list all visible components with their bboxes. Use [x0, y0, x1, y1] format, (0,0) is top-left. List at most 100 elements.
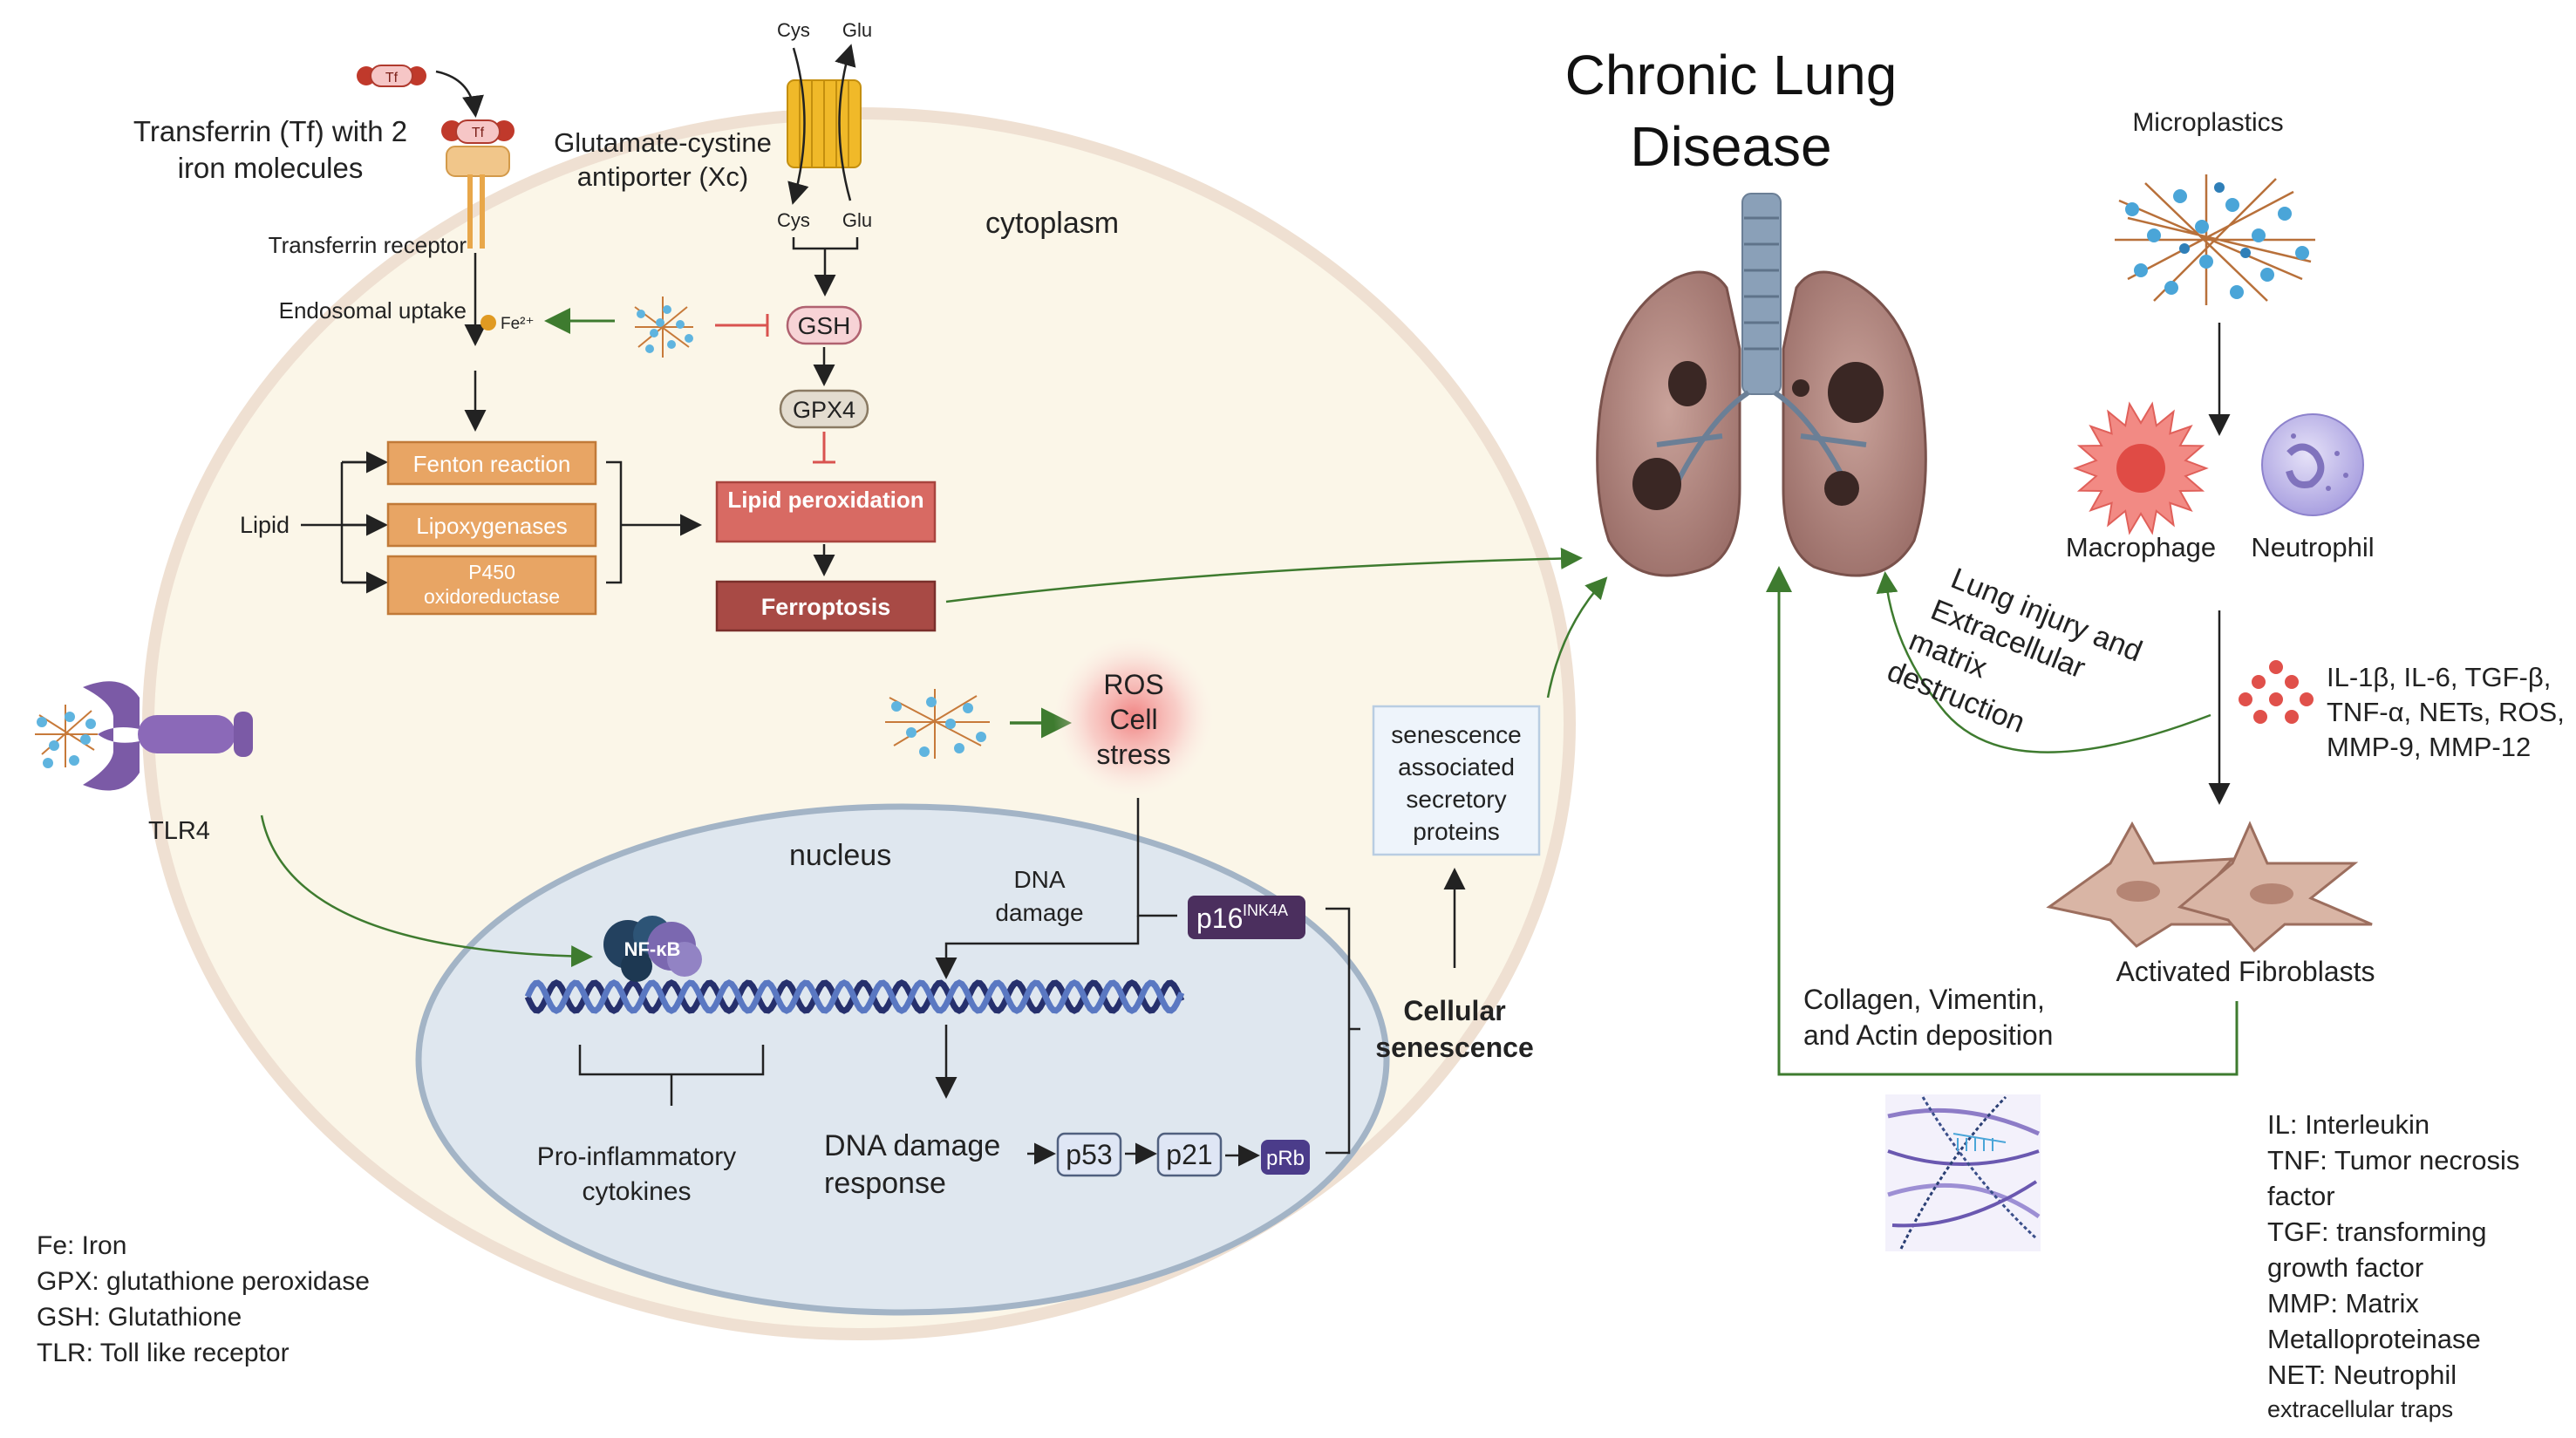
fe-label: Fe²⁺ [501, 315, 535, 333]
p53-node [1056, 1132, 1122, 1177]
ddr-label-line1: DNA damage [824, 1129, 1000, 1162]
legend-left-item: GPX: glutathione peroxidase [37, 1267, 370, 1296]
title-line2: Disease [1630, 115, 1831, 178]
antiporter-icon [787, 79, 862, 168]
nfkb-label: NF-κB [624, 938, 681, 960]
ros-to-dna-arrow [935, 916, 1140, 979]
cys-bottom-label: Cys [777, 209, 810, 231]
collagen-fiber-icon [1885, 1094, 2041, 1251]
lungs-icon [1596, 193, 1927, 577]
fibroblasts-label: Activated Fibroblasts [2116, 956, 2375, 987]
sasp-to-lung-arrow [1546, 576, 1608, 699]
cys-top-label: Cys [777, 19, 810, 41]
cytokines-line3: MMP-9, MMP-12 [2327, 732, 2531, 762]
legend-right-item: NET: Neutrophil [2267, 1360, 2457, 1390]
proinflammatory-label-line1: Pro-inflammatory [537, 1142, 736, 1171]
tf-tag-top: Tf [385, 71, 399, 85]
sasp-label-line3: secretory [1406, 786, 1506, 813]
cellular-label: Cellular [1403, 995, 1505, 1026]
cys-glu-bracket [792, 237, 859, 292]
lipid-merge-bracket [606, 460, 623, 584]
nucleus-label: nucleus [789, 839, 891, 872]
gsh-node [786, 305, 862, 345]
tf-arrow [435, 70, 484, 118]
ros-glow [1053, 637, 1214, 797]
cytokine-dots-icon [2239, 660, 2314, 724]
microplastic-icon-2 [885, 689, 990, 759]
cytokines-line1: IL-1β, IL-6, TGF-β, [2327, 662, 2551, 692]
macrophage-label: Macrophage [2066, 532, 2216, 562]
gpx4-label: GPX4 [793, 397, 855, 423]
glu-top-label: Glu [842, 19, 872, 41]
antiporter-label-line1: Glutamate-cystine [554, 127, 772, 158]
lipoxygenases-label: Lipoxygenases [416, 513, 567, 539]
gpx4-node [779, 389, 869, 429]
legend-right: IL: Interleukin TNF: Tumor necrosis fact… [2267, 1109, 2519, 1422]
legend-left: Fe: Iron GPX: glutathione peroxidase GSH… [37, 1231, 370, 1367]
ferroptosis-to-lung-arrow [945, 547, 1583, 603]
stress-label: stress [1096, 739, 1170, 770]
legend-right-item: MMP: Matrix [2267, 1288, 2419, 1319]
cytokines-to-lung-arrow [1876, 571, 2211, 753]
tlr4-receptor-icon [35, 681, 253, 791]
legend-right-item: factor [2267, 1181, 2335, 1211]
p450-box [386, 555, 597, 616]
cys-in-arrow [787, 47, 809, 205]
dna-damage-label-line1: DNA [1013, 866, 1065, 893]
legend-right-item: growth factor [2267, 1252, 2423, 1283]
cytoplasm-label: cytoplasm [985, 207, 1119, 240]
lipoxygenases-box [386, 502, 597, 548]
tlr4-label: TLR4 [148, 817, 210, 845]
microplastic-cluster-icon [2115, 174, 2315, 305]
tf-label-line2: iron molecules [178, 152, 364, 184]
transferrin-receptor-icon [441, 119, 515, 249]
tf-receptor-label: Transferrin receptor [269, 232, 467, 258]
ferroptosis-label: Ferroptosis [761, 594, 891, 620]
legend-right-item: Metalloproteinase [2267, 1324, 2481, 1354]
ferroptosis-box [715, 580, 937, 632]
nfkb-protein-icon [603, 916, 702, 982]
prb-node [1261, 1140, 1310, 1175]
legend-right-item: extracellular traps [2267, 1396, 2453, 1422]
proinflammatory-label-line2: cytokines [582, 1177, 691, 1206]
tf-tag-receptor: Tf [472, 126, 485, 140]
collagen-line1: Collagen, Vimentin, [1803, 984, 2045, 1015]
neutrophil-label: Neutrophil [2251, 532, 2374, 562]
collagen-line2: and Actin deposition [1803, 1019, 2053, 1051]
prb-label: pRb [1266, 1147, 1305, 1170]
p450-label-line2: oxidoreductase [424, 585, 560, 608]
tlr4-to-nfkb-arrow [260, 814, 593, 968]
lung-injury-label-group: Lung injury and Extracellular matrix des… [1883, 562, 2147, 739]
inhibit-gsh-line [715, 314, 769, 337]
lipid-peroxidation-box [715, 480, 937, 543]
endosomal-label: Endosomal uptake [279, 297, 467, 324]
glu-bottom-label: Glu [842, 209, 872, 231]
fibroblasts-icon [2046, 821, 2373, 953]
microplastic-icon-1 [634, 296, 693, 358]
gpx4-inhibit-line [813, 432, 835, 464]
p450-label-line1: P450 [468, 561, 515, 583]
neutrophil-icon [2261, 413, 2364, 516]
sasp-label-line4: proteins [1413, 818, 1500, 845]
cytokines-line2: TNF-α, NETs, ROS, [2327, 697, 2565, 727]
ros-label: ROS [1103, 669, 1163, 700]
legend-left-item: TLR: Toll like receptor [37, 1339, 290, 1367]
cell-nucleus [415, 803, 1390, 1316]
p53-label: p53 [1066, 1139, 1112, 1170]
sasp-label-line2: associated [1398, 753, 1515, 780]
p21-node [1156, 1132, 1223, 1177]
sasp-box [1372, 705, 1541, 856]
p16-superscript: INK4A [1243, 902, 1288, 919]
lipid-peroxidation-label: Lipid peroxidation [727, 487, 923, 513]
legend-left-item: Fe: Iron [37, 1231, 126, 1260]
fe-ion-icon [480, 315, 496, 331]
senescence-bracket [1325, 907, 1360, 1155]
legend-right-item: IL: Interleukin [2267, 1109, 2429, 1140]
transferrin-icon [357, 65, 426, 87]
tf-label-line1: Transferrin (Tf) with 2 [133, 115, 407, 147]
lipid-split-lines [301, 460, 379, 584]
lipid-label: Lipid [240, 512, 290, 538]
p21-label: p21 [1166, 1139, 1212, 1170]
